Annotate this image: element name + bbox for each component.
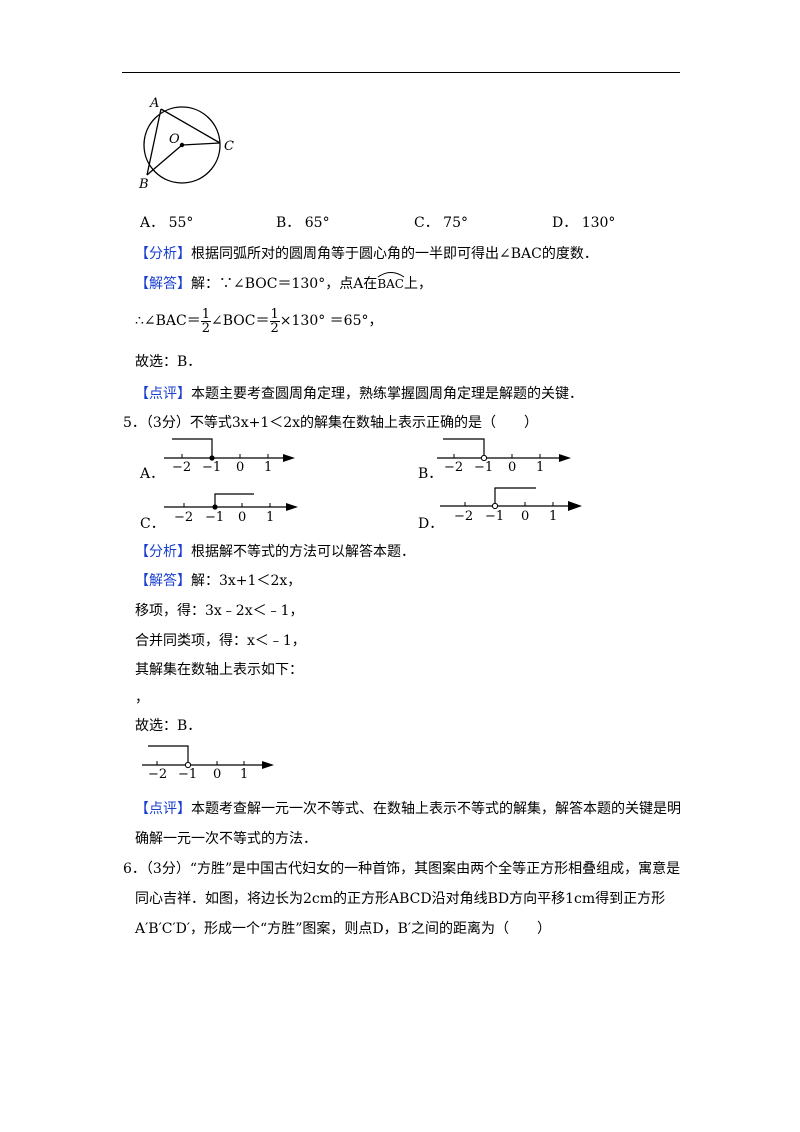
circle-figure: A O C B — [138, 96, 234, 192]
tick-label: 1 — [536, 460, 545, 475]
open-dot — [491, 502, 499, 510]
number-line-b — [437, 438, 571, 462]
q5-comment-line2: 确解一元一次不等式的方法． — [135, 831, 317, 847]
label-o: O — [169, 132, 180, 147]
open-dot — [184, 761, 192, 769]
answer-tag: 【解答】 — [135, 573, 191, 589]
number-line-solution — [142, 745, 274, 769]
comment-tag: 【点评】 — [135, 386, 191, 402]
q5-answer-step1: 【解答】解：3x+1＜2x， — [135, 573, 302, 589]
tick-label: 1 — [266, 510, 275, 525]
tick-label: −2 — [148, 767, 168, 782]
analysis-tag: 【分析】 — [135, 544, 191, 560]
comment-tag: 【点评】 — [135, 801, 191, 817]
radius-oc — [181, 142, 221, 146]
q5-option-b-letter[interactable]: B． — [418, 466, 443, 482]
tick-label: 1 — [264, 460, 273, 475]
arc-label: BAC — [377, 272, 405, 293]
q4-option-b[interactable]: B． 65° — [276, 215, 330, 231]
q6-stem-line2: 同心吉祥．如图，将边长为2cm的正方形ABCD沿对角线BD方向平移1cm得到正方… — [135, 891, 666, 907]
tick-label: −2 — [174, 510, 194, 525]
q5-answer-step2: 移项，得：3x﹣2x＜﹣1， — [135, 603, 304, 619]
tick-label: −2 — [172, 460, 192, 475]
number-line-a — [164, 438, 295, 462]
q5-answer-step4: 其解集在数轴上表示如下： — [135, 662, 303, 678]
q6-stem-line1: 6．（3分）“方胜”是中国古代妇女的一种首饰，其图案由两个全等正方形相叠组成，寓… — [123, 861, 681, 877]
chord-ac — [160, 108, 221, 144]
q4-option-c[interactable]: C． 75° — [414, 215, 468, 231]
q5-option-c-letter[interactable]: C． — [140, 516, 165, 532]
tick-label: −1 — [202, 460, 222, 475]
number-line-c — [164, 493, 298, 511]
answer-tag: 【解答】 — [135, 276, 191, 292]
header-rule — [122, 72, 680, 73]
tick-label: 1 — [549, 509, 558, 524]
q5-option-d-letter[interactable]: D． — [418, 516, 444, 532]
closed-dot — [209, 455, 215, 461]
tick-label: 0 — [521, 509, 530, 524]
circle-o — [143, 106, 221, 184]
q5-choose: 故选：B． — [135, 718, 202, 734]
tick-label: −1 — [474, 460, 494, 475]
tick-label: 0 — [238, 510, 247, 525]
q6-stem-line3: A′B′C′D′，形成一个“方胜”图案，则点D，B′之间的距离为（ ） — [135, 921, 552, 937]
closed-dot — [212, 504, 218, 510]
tick-label: −1 — [178, 767, 198, 782]
q5-comma: ， — [135, 690, 149, 706]
tick-label: 0 — [213, 767, 222, 782]
label-c: C — [224, 139, 234, 154]
analysis-tag: 【分析】 — [135, 246, 191, 262]
label-a: A — [149, 96, 159, 111]
chord-ab — [146, 108, 162, 176]
q4-comment: 【点评】本题主要考查圆周角定理，熟练掌握圆周角定理是解题的关键． — [135, 386, 583, 402]
tick-label: 0 — [236, 460, 245, 475]
q5-option-a-letter[interactable]: A． — [140, 466, 165, 482]
q5-analysis: 【分析】根据解不等式的方法可以解答本题． — [135, 544, 415, 560]
q5-stem: 5．（3分）不等式3x+1＜2x的解集在数轴上表示正确的是（ ） — [123, 415, 539, 431]
center-point — [179, 142, 185, 148]
q4-option-d[interactable]: D． 130° — [552, 215, 616, 231]
tick-label: −1 — [485, 509, 505, 524]
open-dot — [480, 454, 488, 462]
tick-label: −2 — [454, 509, 474, 524]
number-line-d — [440, 487, 582, 511]
q5-comment-line1: 【点评】本题考查解一元一次不等式、在数轴上表示不等式的解集，解答本题的关键是明 — [135, 801, 681, 817]
tick-label: 0 — [508, 460, 517, 475]
tick-label: −2 — [444, 460, 464, 475]
q4-analysis: 【分析】根据同弧所对的圆周角等于圆心角的一半即可得出∠BAC的度数． — [135, 246, 598, 262]
label-b: B — [138, 177, 149, 192]
radius-ob — [146, 144, 183, 176]
q5-answer-step3: 合并同类项，得：x＜﹣1， — [135, 633, 306, 649]
q4-option-a[interactable]: A． 55° — [140, 215, 194, 231]
tick-label: −1 — [205, 510, 225, 525]
tick-label: 1 — [240, 767, 249, 782]
q4-choose: 故选：B． — [135, 354, 202, 370]
